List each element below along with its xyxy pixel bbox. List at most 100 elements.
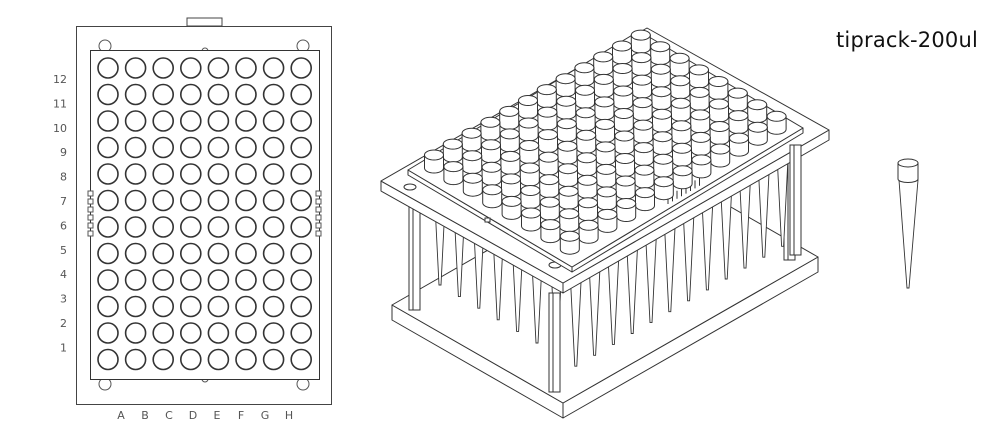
tip-collar-top xyxy=(557,140,578,152)
well-C3 xyxy=(152,295,174,318)
well-E5 xyxy=(207,242,230,265)
well-E10 xyxy=(207,110,230,132)
tip-collar-top xyxy=(559,208,580,220)
side-notch xyxy=(87,206,94,213)
well-A2 xyxy=(97,322,119,344)
tip-B4 xyxy=(499,128,520,153)
well-D5 xyxy=(180,242,202,265)
tip-collar-top xyxy=(633,142,654,154)
tip-collar-top xyxy=(635,187,655,199)
well-G6 xyxy=(262,216,285,238)
tip-collar-top xyxy=(615,153,635,164)
well-B8 xyxy=(124,163,147,185)
tip-collar-top xyxy=(539,196,560,208)
well-A5 xyxy=(97,242,119,265)
tip-collar-top xyxy=(613,108,634,119)
tip-collar-top xyxy=(651,86,672,98)
tip-collar-top xyxy=(595,118,615,130)
tip-collar-top xyxy=(539,174,560,186)
well-E8 xyxy=(207,163,230,185)
tip-collar-top xyxy=(613,85,634,97)
single-tip-top xyxy=(897,158,919,168)
tip-C10 xyxy=(632,74,652,99)
well-G3 xyxy=(262,295,285,318)
tip-collar-top xyxy=(690,131,711,143)
tip-H1 xyxy=(559,230,580,255)
well-H8 xyxy=(290,163,313,185)
well-B2 xyxy=(124,322,147,344)
tip-collar-top xyxy=(518,117,539,129)
tip-F9 xyxy=(671,120,692,145)
well-H5 xyxy=(290,242,313,265)
column-label: F xyxy=(238,409,244,422)
tip-collar-top xyxy=(709,98,729,110)
row-label: 3 xyxy=(60,293,67,306)
tip-G1 xyxy=(540,219,561,244)
tip-collar-top xyxy=(519,162,540,174)
tip-collar-top xyxy=(766,110,787,122)
well-H2 xyxy=(290,322,313,344)
well-C12 xyxy=(152,57,174,79)
well-D12 xyxy=(180,57,202,79)
row-label: 7 xyxy=(60,195,67,208)
tip-collar-top xyxy=(462,172,483,184)
well-H7 xyxy=(290,189,313,212)
well-E1 xyxy=(207,348,230,371)
well-B5 xyxy=(124,242,147,265)
tip-F7 xyxy=(633,142,654,167)
tip-A2 xyxy=(442,138,463,163)
tip-collar-top xyxy=(594,96,615,108)
tip-B3 xyxy=(481,139,501,164)
well-A4 xyxy=(97,269,119,291)
deck-hole xyxy=(403,183,417,191)
side-notch xyxy=(87,230,94,237)
side-notch xyxy=(315,206,322,213)
tip-collar-top xyxy=(575,107,596,119)
single-tip-collar xyxy=(897,162,919,183)
well-F5 xyxy=(235,242,257,265)
tip-A11 xyxy=(612,40,632,65)
tip-D7 xyxy=(595,118,615,143)
tip-A1 xyxy=(424,149,444,174)
well-G11 xyxy=(262,83,285,106)
tip-collar-top xyxy=(727,87,748,99)
well-E9 xyxy=(207,136,230,159)
tip-F1 xyxy=(521,207,541,232)
well-C11 xyxy=(152,83,174,106)
tip-F6 xyxy=(615,153,635,177)
tip-collar-top xyxy=(596,186,617,198)
tip-D10 xyxy=(651,86,672,111)
tip-E4 xyxy=(558,163,578,188)
tip-collar-top xyxy=(576,152,597,164)
tip-collar-top xyxy=(521,207,541,219)
tip-collar-top xyxy=(650,41,671,53)
tip-B12 xyxy=(650,41,671,66)
well-D6 xyxy=(180,216,202,238)
tip-collar-top xyxy=(556,118,577,130)
tip-collar-top xyxy=(501,173,521,185)
well-F8 xyxy=(235,163,257,185)
tip-collar-top xyxy=(612,63,633,74)
tip-collar-top xyxy=(650,63,671,75)
side-notch xyxy=(315,230,322,237)
tip-collar-top xyxy=(672,165,693,177)
tip-D5 xyxy=(557,140,578,165)
tip-collar-top xyxy=(652,108,672,120)
well-A6 xyxy=(97,216,119,238)
well-B10 xyxy=(124,110,147,132)
column-label: A xyxy=(117,409,125,422)
well-H1 xyxy=(290,348,313,371)
well-A9 xyxy=(97,136,119,159)
tip-E8 xyxy=(633,119,654,144)
well-F3 xyxy=(235,295,257,318)
well-C8 xyxy=(152,163,174,185)
well-G12 xyxy=(262,57,285,79)
row-label: 11 xyxy=(53,97,67,110)
well-G5 xyxy=(262,242,285,265)
single-tip-cone xyxy=(898,179,919,289)
tip-collar-top xyxy=(653,176,674,188)
tip-D8 xyxy=(613,108,634,132)
row-label: 1 xyxy=(60,341,67,354)
well-D10 xyxy=(180,110,202,132)
